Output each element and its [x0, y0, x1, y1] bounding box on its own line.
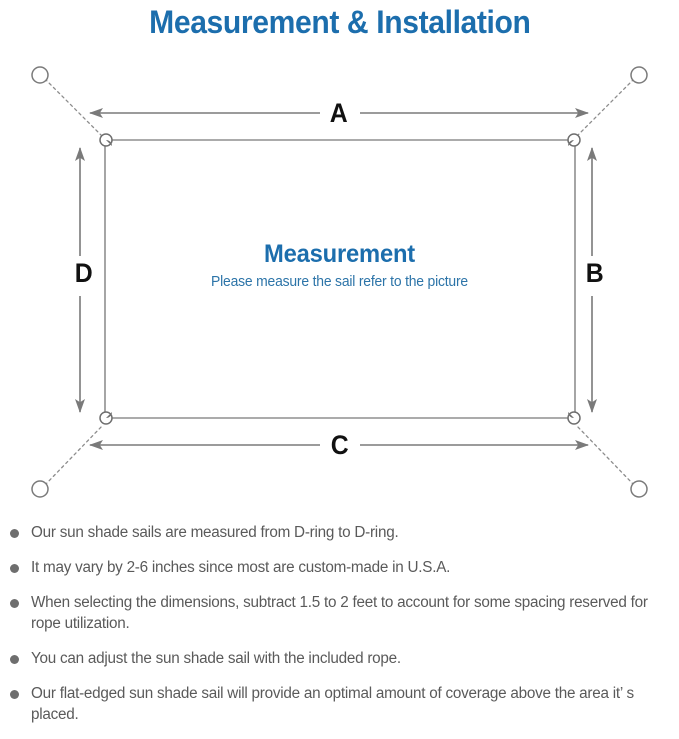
list-item: Our sun shade sails are measured from D-… [0, 522, 679, 543]
bullet-icon [10, 655, 19, 664]
note-text: Our flat-edged sun shade sail will provi… [31, 685, 634, 723]
list-item: When selecting the dimensions, subtract … [0, 592, 679, 634]
anchor-points [31, 66, 648, 498]
rope-lines [44, 78, 635, 486]
list-item: Our flat-edged sun shade sail will provi… [0, 683, 679, 725]
note-text: It may vary by 2-6 inches since most are… [31, 559, 451, 576]
rope-top-right [575, 78, 635, 138]
d-ring-lobe-bottom-right [568, 412, 574, 418]
rope-bottom-right [575, 424, 635, 486]
list-item: You can adjust the sun shade sail with t… [0, 648, 679, 669]
shade-sail-body [104, 139, 576, 419]
bullet-icon [10, 599, 19, 608]
list-item: It may vary by 2-6 inches since most are… [0, 557, 679, 578]
page-title-bar: Measurement & Installation [0, 0, 679, 44]
diagram-svg [31, 66, 648, 498]
anchor-point-top-right [630, 66, 648, 84]
anchor-point-bottom-right [630, 480, 648, 498]
sail-measurement-diagram: A B C D Measurement Please measure the s… [0, 44, 679, 522]
anchor-point-bottom-left [31, 480, 49, 498]
page-title: Measurement & Installation [148, 3, 531, 40]
d-ring-lobe-top-left [106, 140, 112, 146]
d-ring-lobes [106, 140, 574, 418]
bullet-icon [10, 690, 19, 699]
rope-top-left [44, 78, 104, 138]
d-ring-lobe-top-right [568, 140, 574, 146]
note-text: When selecting the dimensions, subtract … [31, 594, 648, 632]
bullet-icon [10, 529, 19, 538]
note-text: Our sun shade sails are measured from D-… [31, 524, 399, 541]
notes-list: Our sun shade sails are measured from D-… [0, 522, 679, 739]
d-ring-lobe-bottom-left [106, 412, 112, 418]
note-text: You can adjust the sun shade sail with t… [31, 650, 401, 667]
anchor-point-top-left [31, 66, 49, 84]
rope-bottom-left [44, 424, 104, 486]
bullet-icon [10, 564, 19, 573]
